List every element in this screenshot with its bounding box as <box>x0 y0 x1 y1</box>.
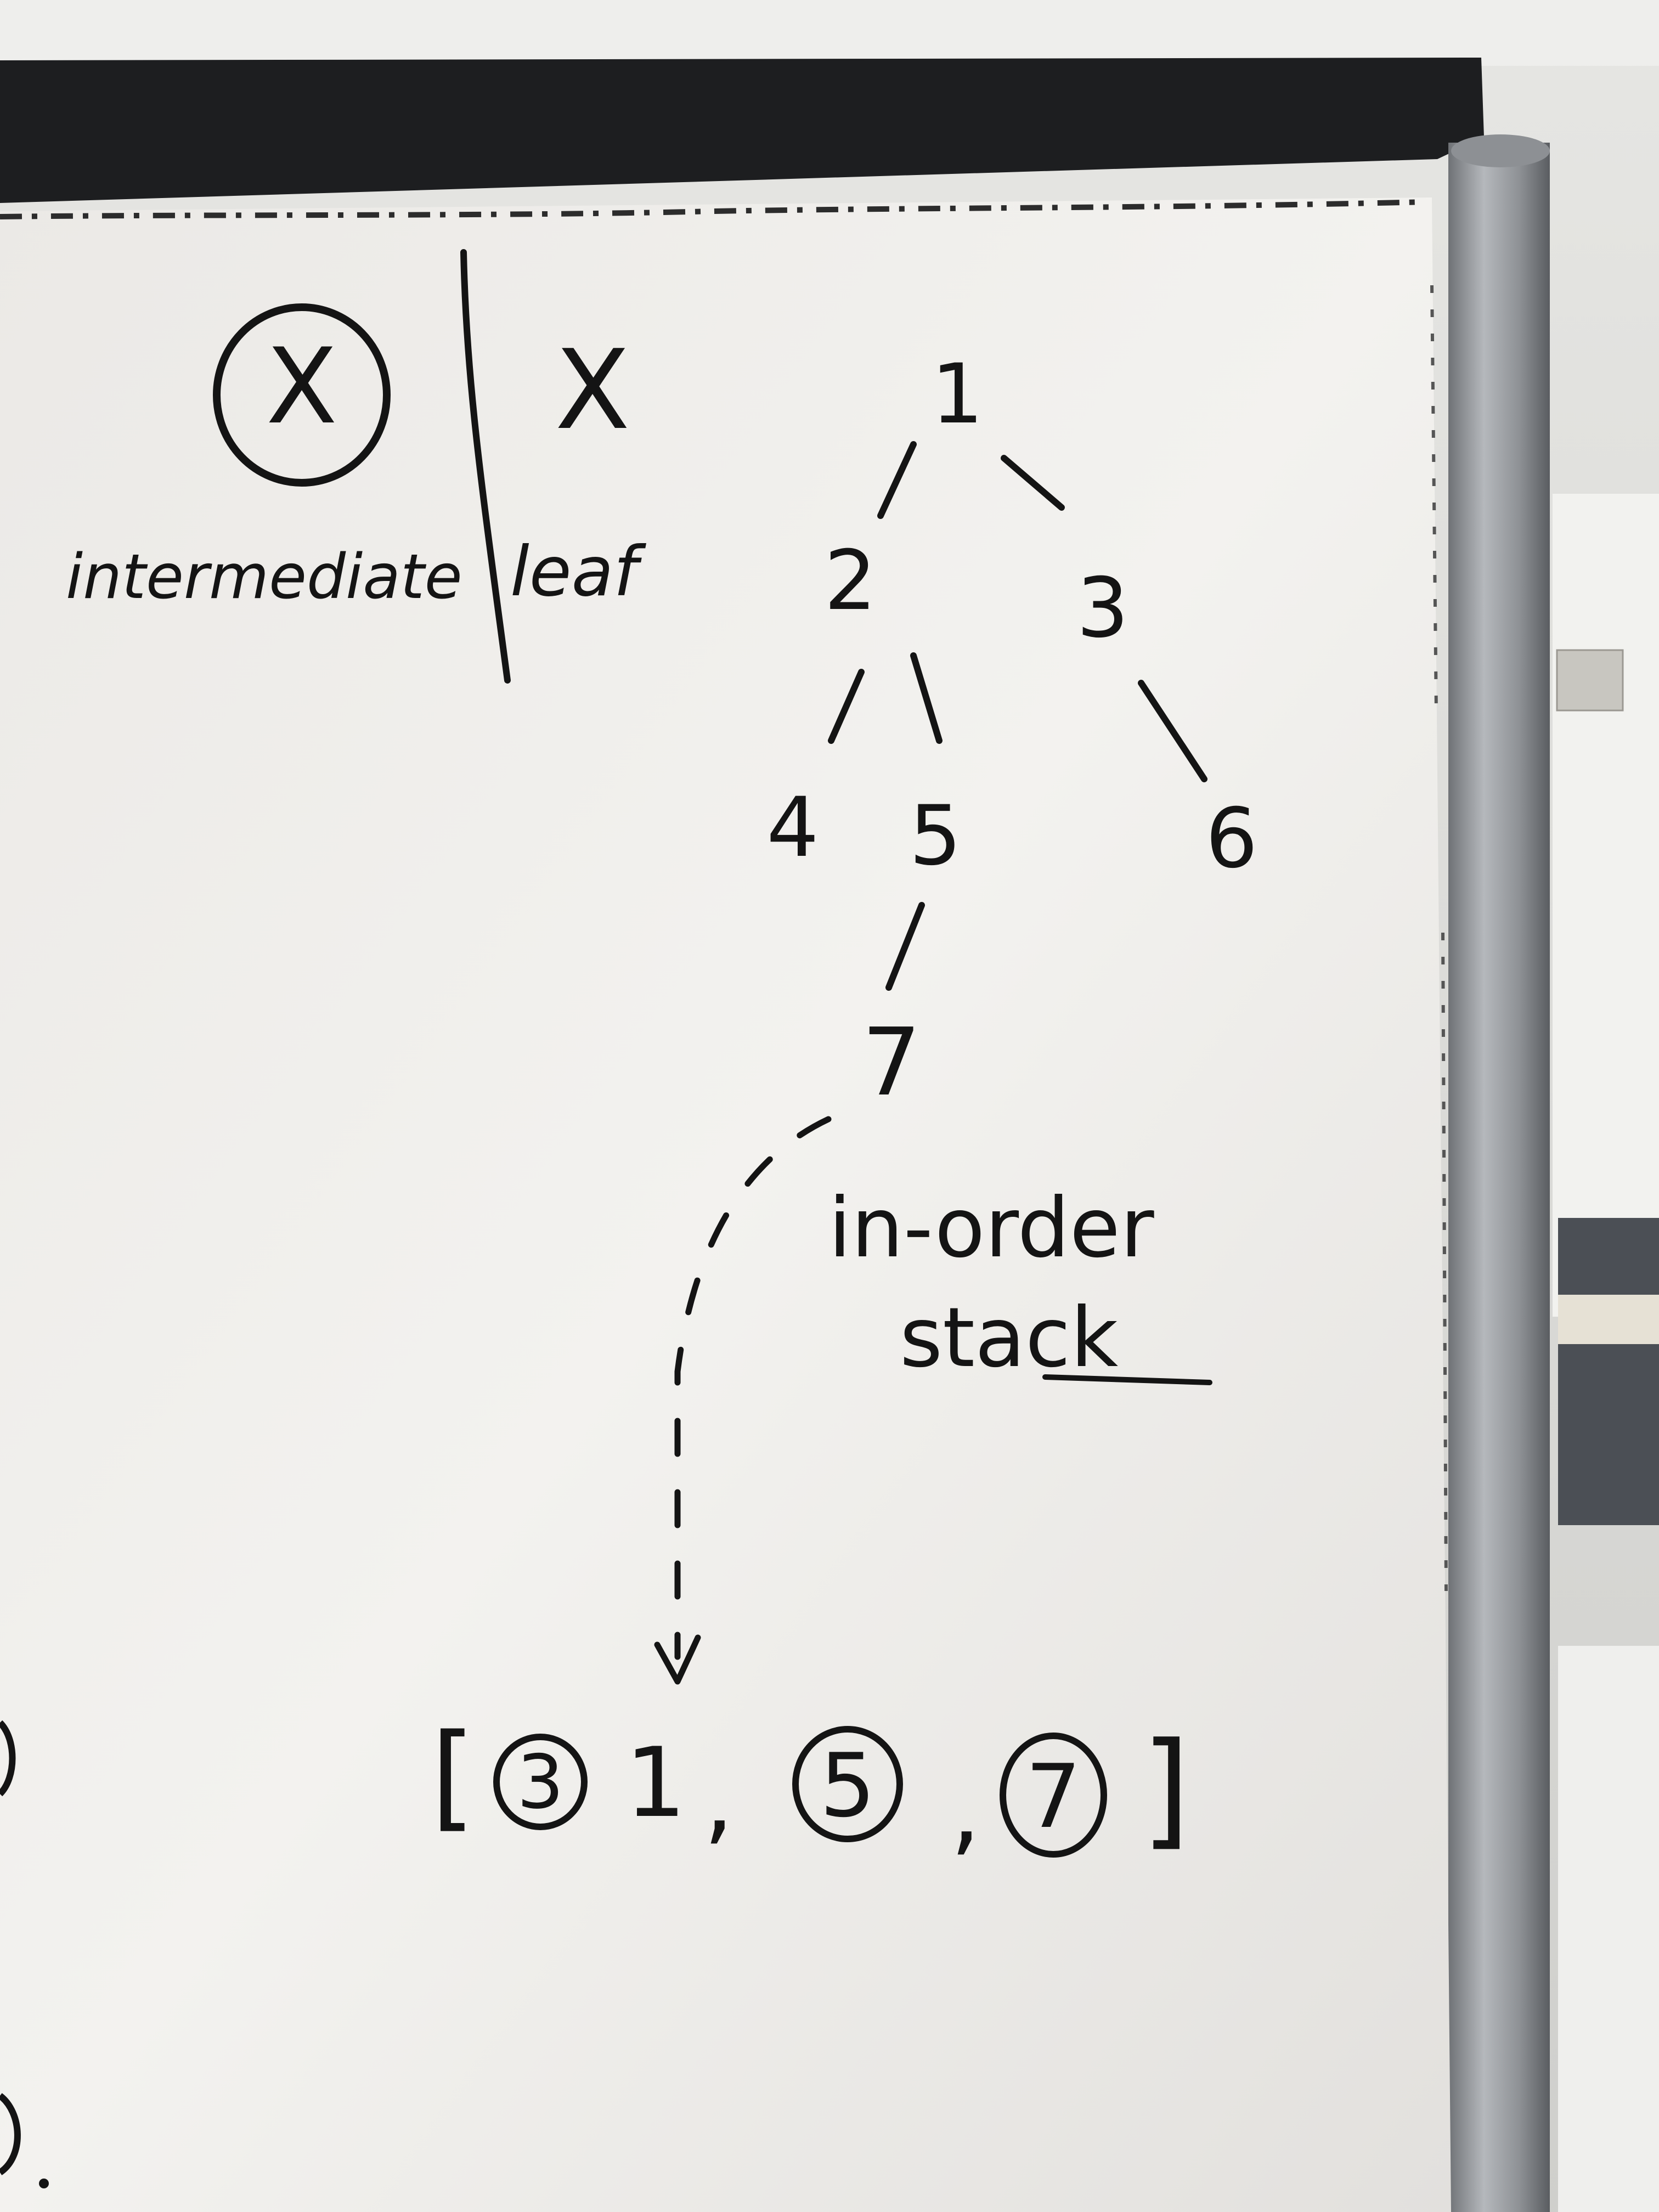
table-top <box>1558 1295 1659 1344</box>
tree-node-5: 5 <box>909 788 961 884</box>
tree-node-2: 2 <box>824 533 876 629</box>
note-stack: stack <box>900 1290 1118 1386</box>
edge-3-6 <box>1138 680 1207 782</box>
stack-item-1: 1 <box>625 1728 686 1839</box>
open-bracket: [ <box>431 1709 476 1843</box>
chair <box>1558 1218 1659 1525</box>
partial-mark-left-upper <box>0 1720 16 1797</box>
board-top-rail <box>0 58 1484 203</box>
stack-underline <box>1042 1374 1212 1385</box>
intermediate-symbol: X <box>266 326 337 447</box>
note-in-order: in-order <box>828 1181 1154 1276</box>
leaf-symbol: X <box>555 326 630 454</box>
legend: X X intermediate leaf <box>66 326 646 613</box>
stack-array: [ 3 1 , 5 , 7 ] <box>431 1709 1190 1866</box>
post-cap <box>1451 134 1550 167</box>
circle-item-5 <box>792 1726 903 1842</box>
annotation: in-order stack <box>828 1181 1154 1386</box>
edge-1-3 <box>1001 455 1065 511</box>
marker-residue <box>0 199 1427 219</box>
edge-1-2 <box>877 441 917 519</box>
stack-item-2: 5 <box>820 1734 876 1837</box>
separator-1: , <box>950 1755 981 1866</box>
desk-surface <box>1558 1646 1659 2212</box>
tree-node-4: 4 <box>766 780 819 876</box>
edge-2-4 <box>828 669 865 744</box>
legend-circle <box>213 303 391 487</box>
stack-item-3: 7 <box>1025 1745 1081 1848</box>
board-right-post <box>1448 143 1550 2212</box>
edge-2-5 <box>910 652 943 744</box>
intermediate-label: intermediate <box>66 541 462 613</box>
circle-item-7 <box>1000 1733 1107 1858</box>
ink-drawing <box>213 249 1212 1858</box>
circle-item-3 <box>493 1734 588 1830</box>
room-opening <box>1553 494 1659 1317</box>
tree-node-3: 3 <box>1076 561 1128 656</box>
leaf-label: leaf <box>510 532 646 612</box>
occupancy-sign <box>1556 649 1624 712</box>
board-surface <box>0 198 1451 2212</box>
partial-dot <box>39 2179 49 2188</box>
tree-diagram: 1 2 3 4 5 6 7 <box>766 347 1257 1117</box>
stack-item-0: 3 <box>517 1739 564 1825</box>
close-bracket: ] <box>1141 1716 1190 1863</box>
tree-node-7: 7 <box>862 1008 921 1117</box>
legend-divider <box>460 249 511 684</box>
ceiling <box>0 0 1659 66</box>
separator-0: , <box>703 1744 734 1855</box>
tree-node-6: 6 <box>1205 791 1257 887</box>
partial-mark-left-lower <box>0 2093 21 2175</box>
tree-node-1: 1 <box>931 347 983 442</box>
dashed-arrow <box>674 1116 832 1660</box>
edge-5-7 <box>885 902 925 991</box>
arrow-head <box>654 1634 701 1685</box>
